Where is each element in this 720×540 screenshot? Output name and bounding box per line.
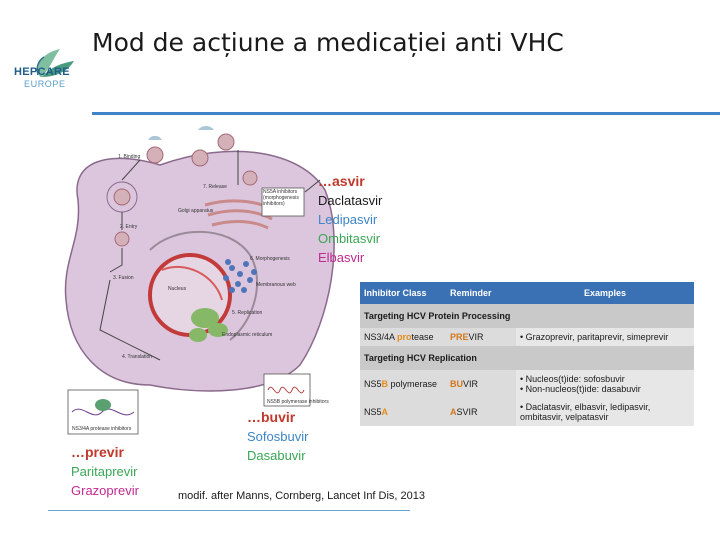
previr-lead: …previr xyxy=(71,444,124,460)
membranous-web xyxy=(223,259,257,293)
inhibitor-class-cell: NS5B polymerase xyxy=(360,370,446,398)
section-row: Targeting HCV Replication xyxy=(360,346,694,370)
previr-drug-paritaprevir: Paritaprevir xyxy=(71,464,138,479)
header-inhibitor-class: Inhibitor Class xyxy=(360,282,446,304)
header-examples: Examples xyxy=(516,282,694,304)
reminder-cell: ASVIR xyxy=(446,398,516,426)
step-binding: 1. Binding xyxy=(118,154,140,160)
reminder-text: VIR xyxy=(463,379,479,389)
asvir-drug-daclatasvir: Daclatasvir xyxy=(318,193,383,208)
label-nucleus: Nucleus xyxy=(168,286,187,292)
reminder-text: VIR xyxy=(468,332,484,342)
replication-complex xyxy=(189,308,228,342)
buvir-lead: …buvir xyxy=(247,409,296,425)
ns5a-inhibitor-box: NS5A inhibitors (morphogenesis inhibitor… xyxy=(263,189,299,207)
reminder-text: PRE xyxy=(450,332,469,342)
logo-text-hepcare: HEPCARE xyxy=(14,66,70,78)
asvir-drug-ledipasvir: Ledipasvir xyxy=(318,212,378,227)
section-title: Targeting HCV Protein Processing xyxy=(360,304,694,328)
citation-divider xyxy=(48,510,410,511)
step-entry: 2. Entry xyxy=(120,224,138,230)
hepcare-logo-icon xyxy=(36,49,74,77)
step-replication: 5. Replication xyxy=(232,310,263,316)
step-fusion: 3. Fusion xyxy=(113,275,134,281)
label-golgi: Golgi apparatus xyxy=(178,208,214,214)
logo-text-europe: EUROPE xyxy=(24,79,66,89)
class-text: pro xyxy=(397,332,412,342)
asvir-drug-ombitasvir: Ombitasvir xyxy=(318,231,381,246)
buvir-drug-dasabuvir: Dasabuvir xyxy=(247,448,306,463)
section-row: Targeting HCV Protein Processing xyxy=(360,304,694,328)
examples-cell: • Nucleos(t)ide: sofosbuvir• Non-nucleos… xyxy=(516,370,694,398)
example-line: • Non-nucleos(t)ide: dasabuvir xyxy=(520,384,641,394)
header-divider xyxy=(92,112,720,115)
reminder-text: SVIR xyxy=(456,407,478,417)
step-morphogenesis: 6. Morphogenesis xyxy=(250,256,290,262)
header-reminder: Reminder xyxy=(446,282,516,304)
step-release: 7. Release xyxy=(203,184,227,190)
class-text: A xyxy=(381,407,389,417)
examples-cell: • Grazoprevir, paritaprevir, simeprevir xyxy=(516,328,694,346)
inhibitor-class-cell: NS3/4A protease xyxy=(360,328,446,346)
class-text: tease xyxy=(411,332,434,342)
previr-drug-grazoprevir: Grazoprevir xyxy=(71,483,139,498)
inhibitor-class-table: Inhibitor Class Reminder Examples Target… xyxy=(360,282,694,426)
example-line: • Daclatasvir, elbasvir, ledipasvir, omb… xyxy=(520,402,651,422)
example-line: • Nucleos(t)ide: sofosbuvir xyxy=(520,374,625,384)
class-text: NS3/4A xyxy=(364,332,398,342)
page-title: Mod de acțiune a medicației anti VHC xyxy=(92,28,564,57)
class-text: B xyxy=(381,379,389,389)
er-shape xyxy=(149,230,258,341)
reminder-text: A xyxy=(450,407,457,417)
reminder-cell: PREVIR xyxy=(446,328,516,346)
section-title: Targeting HCV Replication xyxy=(360,346,694,370)
ns5b-inhibitor-box: NS5B polymerase inhibitors xyxy=(267,399,329,405)
buvir-drug-sofosbuvir: Sofosbuvir xyxy=(247,429,309,444)
label-membranous-web: Membranous web xyxy=(256,282,296,288)
citation: modif. after Manns, Cornberg, Lancet Inf… xyxy=(178,490,426,502)
label-er: Endoplasmic reticulum xyxy=(222,332,272,338)
asvir-drug-elbasvir: Elbasvir xyxy=(318,250,365,265)
reminder-text: BU xyxy=(450,379,463,389)
asvir-lead: …asvir xyxy=(318,173,365,189)
class-text: NS5 xyxy=(364,379,382,389)
ns3-inhibitor-box: NS3/4A protease inhibitors xyxy=(72,426,132,432)
example-line: • Grazoprevir, paritaprevir, simeprevir xyxy=(520,332,669,342)
examples-cell: • Daclatasvir, elbasvir, ledipasvir, omb… xyxy=(516,398,694,426)
virus-particles xyxy=(113,133,258,247)
class-text: polymerase xyxy=(388,379,438,389)
inhibitor-class-cell: NS5A xyxy=(360,398,446,426)
step-translation: 4. Translation xyxy=(122,354,152,360)
class-text: NS5 xyxy=(364,407,382,417)
reminder-cell: BUVIR xyxy=(446,370,516,398)
